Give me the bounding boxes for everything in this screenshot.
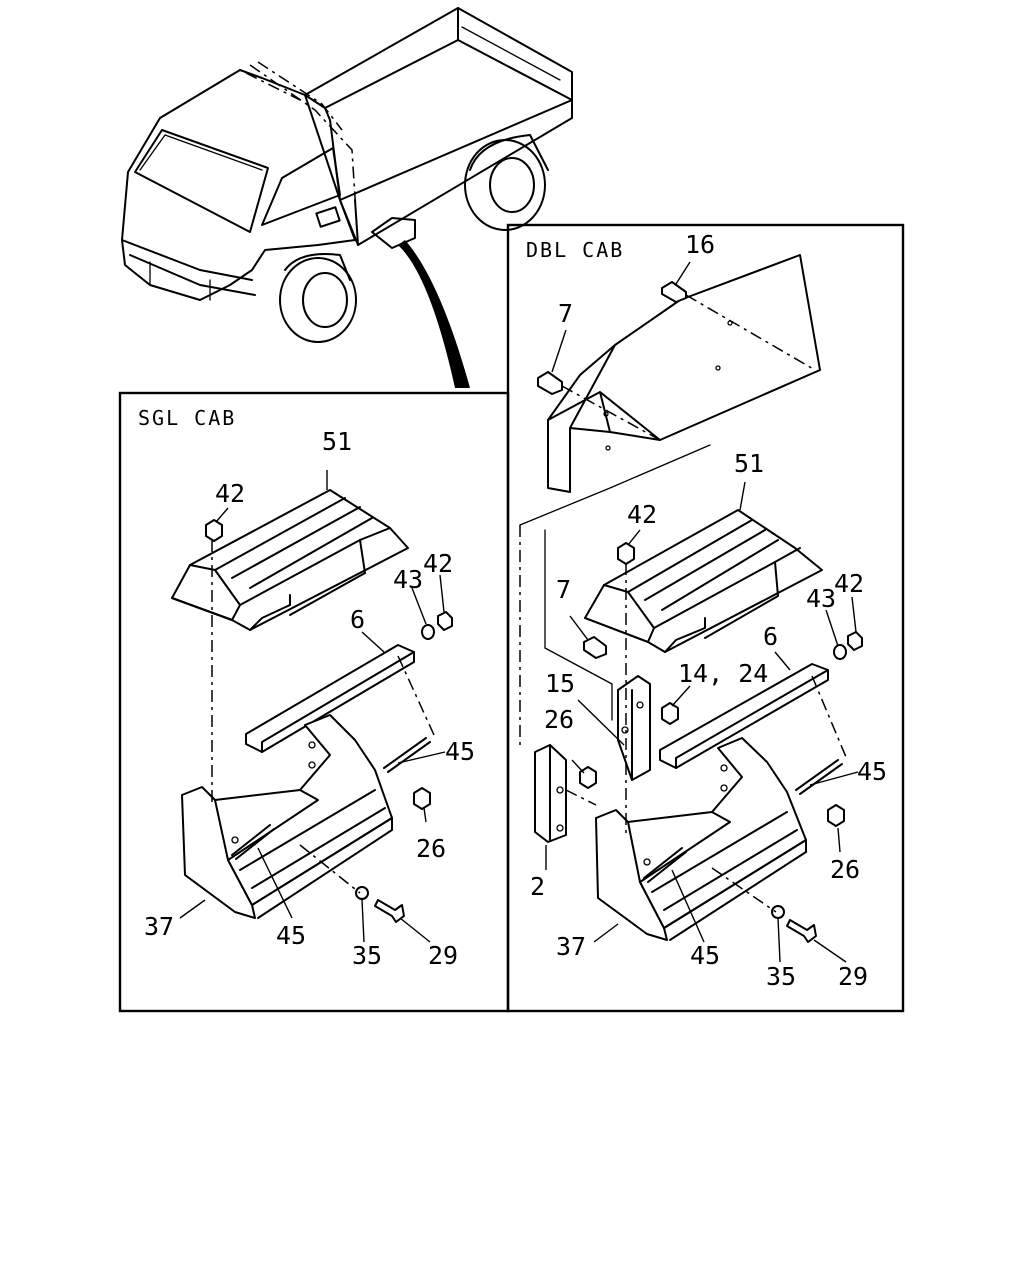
callout-dbl-35: 35: [766, 962, 796, 991]
sgl-washer-35: [355, 886, 369, 900]
callout-dbl-43: 43: [806, 584, 836, 613]
dbl-nut-26a: [579, 766, 597, 789]
dbl-bolt-45: [795, 759, 843, 795]
sgl-bolt-45: [383, 737, 431, 773]
dbl-cab-caption: DBL CAB: [526, 238, 624, 262]
callout-dbl-42b: 42: [834, 569, 864, 598]
dbl-nut-42: [617, 542, 635, 565]
dbl-cab-frame: [506, 223, 905, 1013]
dbl-bolt-29: [786, 919, 817, 943]
dbl-tray-37: [595, 737, 807, 941]
callout-dbl-7a: 7: [558, 299, 573, 328]
callout-sgl-42a: 42: [215, 479, 245, 508]
sgl-bolt-29: [374, 899, 405, 923]
callout-sgl-43: 43: [393, 565, 423, 594]
pointer-arrow: [398, 240, 470, 388]
dbl-bracket-2: [534, 744, 567, 843]
callout-dbl-29: 29: [838, 962, 868, 991]
sgl-bolt-45b: [231, 824, 275, 860]
callout-sgl-26: 26: [416, 834, 446, 863]
callout-sgl-6: 6: [350, 605, 365, 634]
callout-dbl-51: 51: [734, 449, 764, 478]
dbl-nut-26b: [827, 804, 845, 827]
callout-dbl-16: 16: [685, 230, 715, 259]
callout-dbl-45a: 45: [857, 757, 887, 786]
dbl-bolt-16: [661, 281, 687, 303]
callout-sgl-35: 35: [352, 941, 382, 970]
callout-sgl-29: 29: [428, 941, 458, 970]
callout-sgl-42b: 42: [423, 549, 453, 578]
callout-dbl-15: 15: [545, 669, 575, 698]
dbl-washer-35: [771, 905, 785, 919]
callout-sgl-51: 51: [322, 427, 352, 456]
dbl-nut-1424: [661, 702, 679, 725]
sgl-nut-26: [413, 787, 431, 810]
callout-dbl-45b: 45: [690, 941, 720, 970]
callout-dbl-26a: 26: [544, 705, 574, 734]
callout-sgl-45a: 45: [445, 737, 475, 766]
sgl-cover-51: [171, 489, 409, 631]
callout-dbl-7b: 7: [556, 575, 571, 604]
truck-illustration: [121, 7, 573, 388]
dbl-bracket-15: [617, 675, 651, 781]
sgl-tray-37: [181, 714, 393, 919]
dbl-cover-51: [584, 509, 823, 653]
sgl-washer-43: [421, 624, 435, 640]
callout-dbl-26b: 26: [830, 855, 860, 884]
callout-sgl-37: 37: [144, 912, 174, 941]
callout-dbl-6: 6: [763, 622, 778, 651]
dbl-washer-43: [833, 644, 847, 660]
sgl-rail-6: [245, 644, 415, 753]
callout-dbl-37: 37: [556, 932, 586, 961]
dbl-nut-42b: [847, 631, 863, 651]
callout-dbl-42a: 42: [627, 500, 657, 529]
callout-sgl-45b: 45: [276, 921, 306, 950]
callout-dbl-14-24: 14, 24: [678, 659, 768, 688]
sgl-cab-caption: SGL CAB: [138, 406, 236, 430]
dbl-bolt-45b: [643, 847, 687, 883]
dbl-bolt-7: [537, 371, 563, 395]
callout-dbl-2: 2: [530, 872, 545, 901]
dbl-bolt-7b: [583, 636, 607, 659]
sgl-nut-42b: [437, 611, 453, 631]
sgl-nut-42: [205, 519, 223, 542]
dbl-frame-rail: [547, 254, 821, 493]
dbl-rail-6: [659, 663, 829, 769]
